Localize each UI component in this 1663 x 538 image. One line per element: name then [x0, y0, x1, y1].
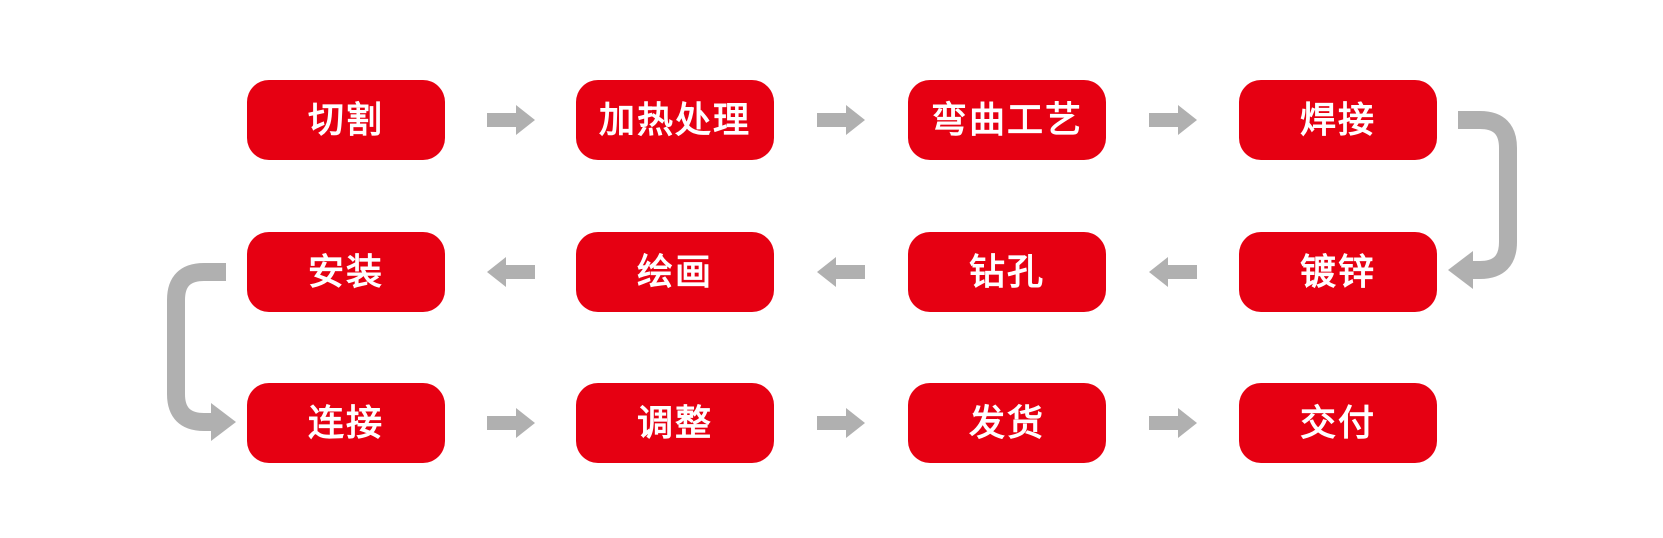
wrap-connector-left-icon	[167, 263, 236, 441]
arrow-left-icon	[817, 257, 865, 287]
arrow-left-icon	[487, 257, 535, 287]
flow-step-cutting-label: 切割	[307, 99, 384, 140]
arrow-right-icon	[817, 105, 865, 135]
flow-step-drilling: 钻孔	[908, 232, 1106, 312]
flow-step-bending-process: 弯曲工艺	[908, 80, 1106, 160]
flow-step-galvanizing: 镀锌	[1239, 232, 1437, 312]
flow-step-delivery: 交付	[1239, 383, 1437, 463]
flow-step-connecting: 连接	[247, 383, 445, 463]
flow-step-painting-label: 绘画	[636, 251, 713, 292]
flow-step-welding-label: 焊接	[1299, 99, 1376, 140]
flow-step-drilling-label: 钻孔	[968, 251, 1045, 292]
arrow-right-icon	[487, 105, 535, 135]
arrow-right-icon	[817, 408, 865, 438]
arrow-right-icon	[487, 408, 535, 438]
flow-step-shipping-label: 发货	[968, 402, 1045, 443]
flow-step-cutting: 切割	[247, 80, 445, 160]
flow-step-adjusting-label: 调整	[636, 402, 713, 443]
flow-step-installation: 安装	[247, 232, 445, 312]
flow-step-bending-process-label: 弯曲工艺	[930, 99, 1083, 140]
flow-step-heat-treatment-label: 加热处理	[598, 99, 751, 140]
arrow-right-icon	[1149, 408, 1197, 438]
arrow-left-icon	[1149, 257, 1197, 287]
arrow-right-icon	[1149, 105, 1197, 135]
flow-step-installation-label: 安装	[307, 251, 384, 292]
flow-step-painting: 绘画	[576, 232, 774, 312]
flow-step-shipping: 发货	[908, 383, 1106, 463]
flow-step-adjusting: 调整	[576, 383, 774, 463]
flow-step-delivery-label: 交付	[1299, 402, 1376, 443]
flow-step-heat-treatment: 加热处理	[576, 80, 774, 160]
flow-step-connecting-label: 连接	[307, 402, 384, 443]
flow-step-galvanizing-label: 镀锌	[1299, 251, 1376, 292]
flow-step-welding: 焊接	[1239, 80, 1437, 160]
wrap-connector-right-icon	[1448, 111, 1517, 289]
